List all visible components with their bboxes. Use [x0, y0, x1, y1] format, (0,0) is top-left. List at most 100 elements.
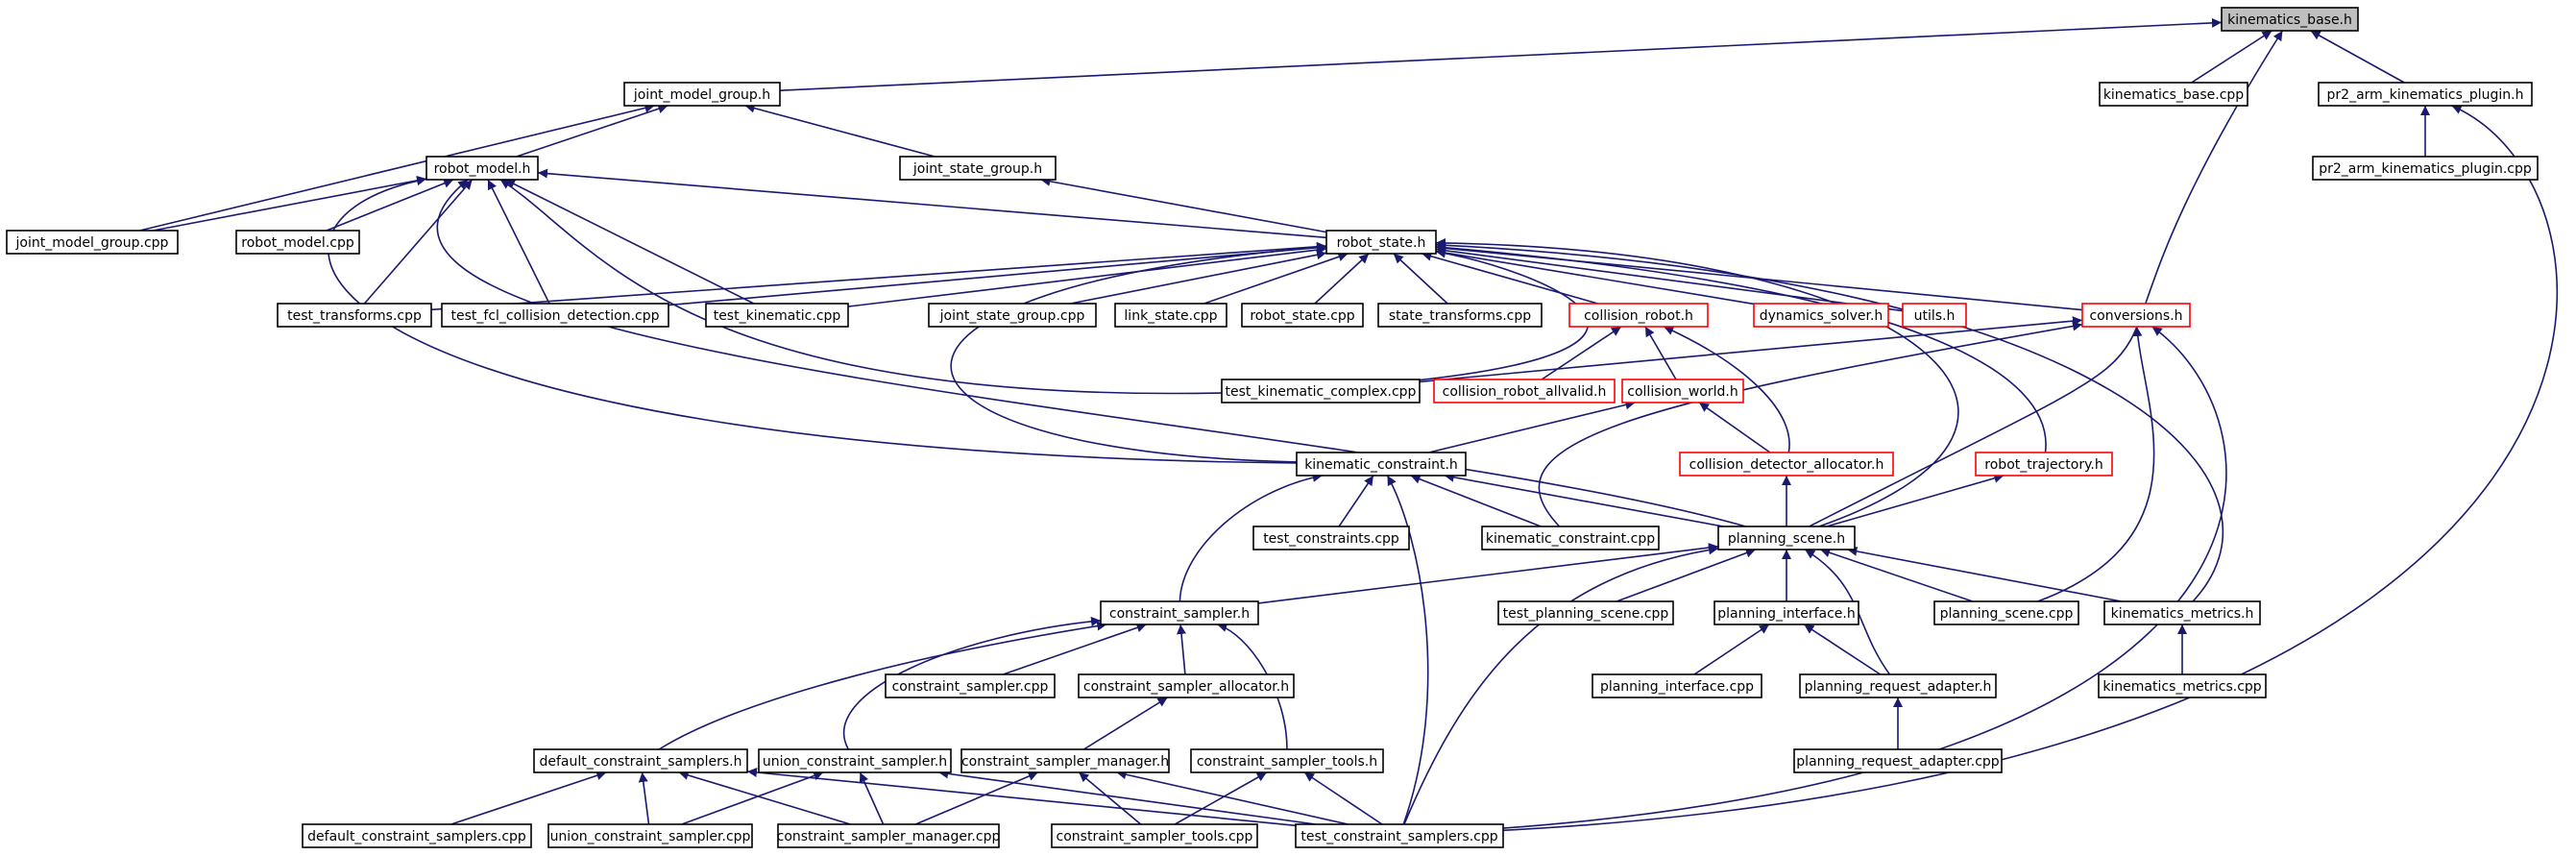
edge-planning_scene_cpp-to-planning_scene_h: [1819, 548, 1974, 602]
edge-test_constraint_samplers_cpp-to-conversions_h: [1502, 326, 2227, 829]
node-box: [1753, 303, 1889, 328]
node-label: test_constraint_samplers.cpp: [1300, 829, 1497, 844]
node-collision-robot-h[interactable]: collision_robot.h: [1568, 303, 1709, 328]
node-constraint-sampler-cpp[interactable]: constraint_sampler.cpp: [885, 673, 1056, 698]
node-planning-interface-h[interactable]: planning_interface.h: [1713, 600, 1859, 625]
node-kinematic-constraint-h[interactable]: kinematic_constraint.h: [1296, 452, 1467, 477]
edge-test_constraint_samplers_cpp-to-default_constraint_samplers_h: [746, 768, 1297, 827]
node-robot-model-cpp[interactable]: robot_model.cpp: [235, 230, 360, 255]
node-default-constraint-samplers-h[interactable]: default_constraint_samplers.h: [533, 748, 748, 773]
node-kinematic-constraint-cpp[interactable]: kinematic_constraint.cpp: [1481, 526, 1660, 550]
edge-robot_state_cpp-to-robot_state_h: [1314, 253, 1370, 305]
node-box: [1933, 600, 2079, 625]
node-constraint-sampler-manager-cpp[interactable]: constraint_sampler_manager.cpp: [777, 823, 1001, 848]
node-test-transforms-cpp[interactable]: test_transforms.cpp: [277, 303, 432, 328]
node-label: kinematics_base.h: [2227, 12, 2352, 28]
node-box: [1325, 230, 1437, 255]
node-conversions-h[interactable]: conversions.h: [2081, 303, 2191, 328]
node-planning-scene-h[interactable]: planning_scene.h: [1717, 526, 1856, 550]
node-joint-model-group-cpp[interactable]: joint_model_group.cpp: [6, 230, 179, 255]
node-kinematics-metrics-h[interactable]: kinematics_metrics.h: [2103, 600, 2261, 625]
node-kinematics-base-h[interactable]: kinematics_base.h: [2221, 7, 2359, 32]
node-label: union_constraint_sampler.h: [763, 754, 947, 770]
node-label: utils.h: [1914, 308, 1956, 324]
node-kinematics-base-cpp[interactable]: kinematics_base.cpp: [2099, 82, 2248, 107]
edge-constraint_sampler_tools_cpp-to-constraint_sampler_tools_h: [1174, 771, 1268, 825]
node-label: test_kinematic_complex.cpp: [1226, 384, 1417, 400]
node-planning-request-adapter-cpp[interactable]: planning_request_adapter.cpp: [1793, 748, 2003, 773]
node-box: [425, 156, 539, 181]
edge-planning_scene_cpp-to-conversions_h: [2037, 326, 2155, 602]
node-test-kinematic-complex-cpp[interactable]: test_kinematic_complex.cpp: [1221, 379, 1421, 404]
node-label: constraint_sampler_tools.h: [1197, 754, 1377, 770]
edge-constraint_sampler_manager_cpp-to-union_constraint_sampler_h: [859, 771, 885, 825]
edge-utils_h-to-robot_state_h: [1435, 245, 1904, 312]
node-default-constraint-samplers-cpp[interactable]: default_constraint_samplers.cpp: [302, 823, 532, 848]
node-constraint-sampler-tools-h[interactable]: constraint_sampler_tools.h: [1190, 748, 1384, 773]
node-label: joint_state_group.cpp: [939, 308, 1085, 324]
node-link-state-cpp[interactable]: link_state.cpp: [1114, 303, 1227, 328]
node-test-constraints-cpp[interactable]: test_constraints.cpp: [1252, 526, 1410, 550]
node-state-transforms-cpp[interactable]: state_transforms.cpp: [1377, 303, 1543, 328]
node-test-constraint-samplers-cpp[interactable]: test_constraint_samplers.cpp: [1295, 823, 1504, 848]
edge-robot_state_h-to-joint_state_group_h: [1040, 176, 1327, 233]
edge-collision_detector_allocator_h-to-collision_world_h: [1698, 402, 1771, 453]
node-collision-detector-allocator-h[interactable]: collision_detector_allocator.h: [1679, 452, 1894, 477]
node-planning-request-adapter-h[interactable]: planning_request_adapter.h: [1799, 673, 1997, 698]
node-label: planning_scene.h: [1728, 531, 1845, 547]
node-collision-robot-allvalid-h[interactable]: collision_robot_allvalid.h: [1433, 379, 1616, 404]
node-collision-world-h[interactable]: collision_world.h: [1621, 379, 1744, 404]
node-constraint-sampler-allocator-h[interactable]: constraint_sampler_allocator.h: [1078, 673, 1295, 698]
node-box: [960, 748, 1170, 773]
node-robot-state-h[interactable]: robot_state.h: [1325, 230, 1437, 255]
edge-kinematics_metrics_h-to-planning_scene_h: [1847, 546, 2122, 602]
node-box: [1100, 600, 1259, 625]
edge-constraint_sampler_manager_h-to-constraint_sampler_allocator_h: [1082, 697, 1169, 750]
node-constraint-sampler-manager-h[interactable]: constraint_sampler_manager.h: [960, 748, 1170, 773]
node-label: robot_state.h: [1337, 235, 1426, 251]
node-dynamics-solver-h[interactable]: dynamics_solver.h: [1753, 303, 1889, 328]
node-box: [2103, 600, 2261, 625]
edge-planning_request_adapter_h-to-planning_interface_h: [1803, 624, 1882, 675]
edge-constraint_sampler_manager_cpp-to-default_constraint_samplers_h: [678, 770, 851, 825]
node-joint-state-group-h[interactable]: joint_state_group.h: [899, 156, 1057, 181]
node-label: test_fcl_collision_detection.cpp: [451, 308, 660, 324]
node-box: [1568, 303, 1709, 328]
edge-joint_state_group_cpp-to-robot_state_h: [1070, 250, 1327, 305]
node-robot-state-cpp[interactable]: robot_state.cpp: [1241, 303, 1364, 328]
node-joint-state-group-cpp[interactable]: joint_state_group.cpp: [928, 303, 1097, 328]
node-robot-model-h[interactable]: robot_model.h: [425, 156, 539, 181]
node-union-constraint-sampler-cpp[interactable]: union_constraint_sampler.cpp: [547, 823, 753, 848]
node-test-kinematic-cpp[interactable]: test_kinematic.cpp: [705, 303, 849, 328]
edge-planning_scene_h-to-robot_model_h: [436, 179, 1746, 527]
edge-joint_model_group_h-to-kinematics_base_h: [779, 17, 2223, 91]
node-pr2-arm-kinematics-plugin-h[interactable]: pr2_arm_kinematics_plugin.h: [2318, 82, 2533, 107]
node-box: [623, 82, 781, 107]
node-union-constraint-sampler-h[interactable]: union_constraint_sampler.h: [758, 748, 952, 773]
edge-robot_state_h-to-robot_model_h: [537, 168, 1327, 239]
node-box: [1078, 673, 1295, 698]
node-box: [441, 303, 669, 328]
node-joint-model-group-h[interactable]: joint_model_group.h: [623, 82, 781, 107]
node-pr2-arm-kinematics-plugin-cpp[interactable]: pr2_arm_kinematics_plugin.cpp: [2312, 156, 2539, 181]
node-box: [1051, 823, 1258, 848]
node-box: [1902, 303, 1967, 328]
node-label: link_state.cpp: [1124, 308, 1217, 324]
node-constraint-sampler-h[interactable]: constraint_sampler.h: [1100, 600, 1259, 625]
edge-kinematic_constraint_h-to-robot_state_h: [950, 242, 1327, 463]
edge-robot_model_h-to-joint_model_group_h: [516, 104, 668, 158]
node-planning-scene-cpp[interactable]: planning_scene.cpp: [1933, 600, 2079, 625]
edge-constraint_sampler_cpp-to-constraint_sampler_h: [1003, 623, 1147, 675]
node-utils-h[interactable]: utils.h: [1902, 303, 1967, 328]
edge-test_planning_scene_cpp-to-planning_scene_h: [1616, 548, 1757, 602]
node-planning-interface-cpp[interactable]: planning_interface.cpp: [1592, 673, 1762, 698]
node-test-planning-scene-cpp[interactable]: test_planning_scene.cpp: [1497, 600, 1674, 625]
node-constraint-sampler-tools-cpp[interactable]: constraint_sampler_tools.cpp: [1051, 823, 1258, 848]
node-box: [302, 823, 532, 848]
node-label: constraint_sampler_manager.h: [961, 754, 1169, 770]
edge-constraint_sampler_allocator_h-to-constraint_sampler_h: [1177, 624, 1186, 675]
node-test-fcl-collision-detection-cpp[interactable]: test_fcl_collision_detection.cpp: [441, 303, 669, 328]
node-robot-trajectory-h[interactable]: robot_trajectory.h: [1975, 452, 2113, 477]
node-kinematics-metrics-cpp[interactable]: kinematics_metrics.cpp: [2098, 673, 2267, 698]
edge-collision_world_h-to-collision_robot_h: [1644, 326, 1677, 380]
